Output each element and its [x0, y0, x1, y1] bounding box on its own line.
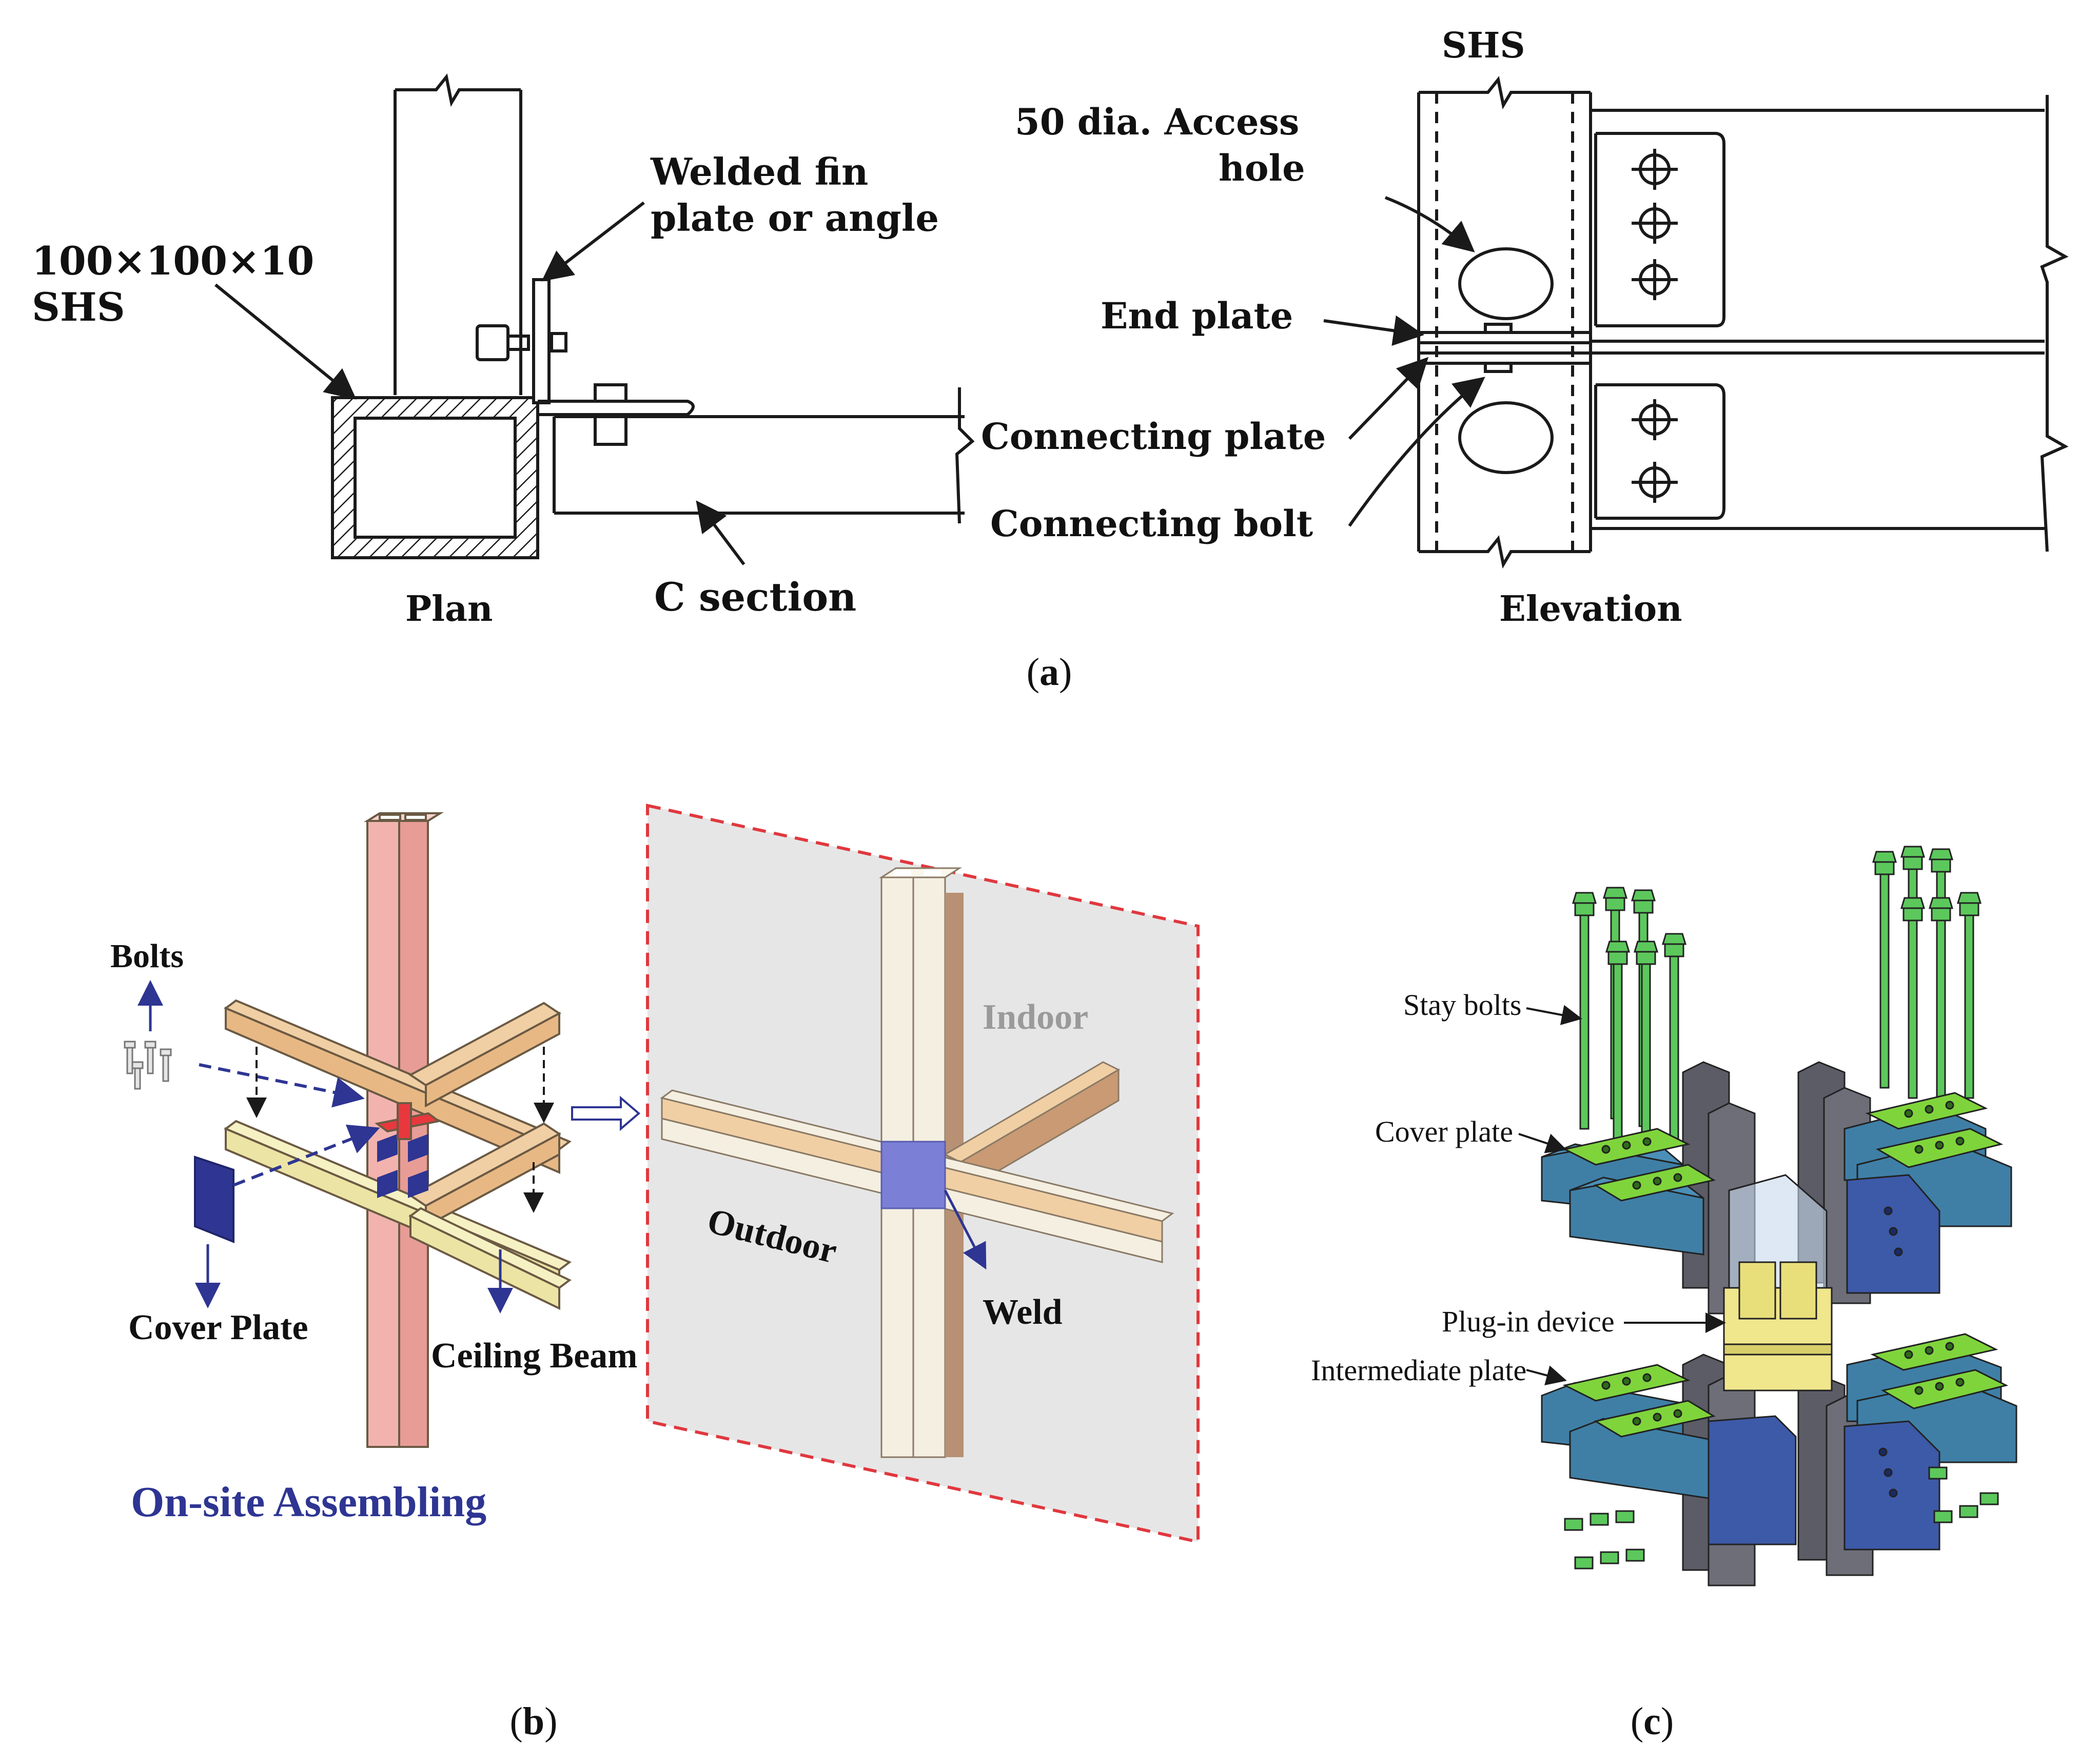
elevation-leaders — [1323, 196, 1485, 527]
label-ceiling-beam: Ceiling Beam — [431, 1336, 637, 1376]
label-plate-or-angle: plate or angle — [651, 196, 939, 240]
stay-bolts-left — [1572, 887, 1687, 1143]
plan-view — [331, 73, 975, 559]
label-c-section: C section — [654, 574, 856, 620]
exploded-assembly — [194, 812, 572, 1448]
access-hole-upper — [1458, 247, 1554, 320]
label-end-plate: End plate — [1101, 295, 1293, 337]
label-on-site-assembling: On-site Assembling — [131, 1478, 486, 1526]
label-weld: Weld — [983, 1292, 1063, 1332]
panel-c-labels: Stay bolts Cover plate Plug-in device In… — [1311, 988, 1615, 1387]
bolts-cluster — [124, 1041, 172, 1090]
weld-plate — [880, 1141, 946, 1209]
shs-section — [331, 396, 539, 559]
label-access-hole-1: 50 dia. Access — [1015, 101, 1299, 143]
plan-leaders — [214, 201, 746, 565]
caption-a: (a) — [1027, 651, 1072, 694]
cover-plate-shape — [194, 1155, 234, 1243]
label-bolts: Bolts — [110, 937, 184, 975]
label-shs-size: 100×100×10 — [32, 238, 314, 284]
elevation-view — [1417, 76, 2069, 569]
lower-left-modules — [1541, 1364, 1797, 1545]
panel-c: Stay bolts Cover plate Plug-in device In… — [1311, 846, 2017, 1743]
finished-joint-panel — [646, 803, 1200, 1544]
label-elevation: Elevation — [1499, 589, 1682, 630]
label-connecting-plate: Connecting plate — [981, 415, 1326, 458]
access-hole-lower — [1458, 401, 1554, 474]
label-plan: Plan — [405, 589, 493, 630]
nuts — [1564, 1466, 1999, 1570]
panel-c-leaders — [1518, 1005, 1726, 1386]
stay-bolts-right — [1872, 846, 1982, 1099]
panel-a: 100×100×10 SHS Welded fin plate or angle… — [32, 25, 2069, 694]
bolt-holes — [1632, 149, 1678, 503]
red-connection-plate — [375, 1102, 441, 1140]
label-cover-plate-b: Cover Plate — [128, 1308, 308, 1347]
label-plug-in-device: Plug-in device — [1442, 1305, 1615, 1338]
upper-left-modules — [1541, 1128, 1716, 1256]
caption-b: (b) — [510, 1700, 558, 1743]
plug-in-device — [1723, 1174, 1833, 1391]
label-indoor: Indoor — [983, 997, 1088, 1037]
label-connecting-bolt: Connecting bolt — [990, 502, 1313, 545]
label-shs-top: SHS — [1442, 25, 1525, 66]
panel-b-arrows — [138, 980, 641, 1314]
label-welded-fin: Welded fin — [650, 150, 868, 193]
label-intermediate-plate: Intermediate plate — [1311, 1354, 1526, 1387]
upper-right-modules — [1843, 1092, 2012, 1294]
plan-labels: 100×100×10 SHS Welded fin plate or angle… — [32, 150, 939, 630]
caption-c: (c) — [1631, 1700, 1674, 1743]
panel-b: Bolts Cover Plate Ceiling Beam On-site A… — [110, 803, 1200, 1743]
label-cover-plate-c: Cover plate — [1375, 1115, 1513, 1148]
elevation-labels: SHS 50 dia. Access hole End plate Connec… — [981, 25, 1682, 630]
label-stay-bolts: Stay bolts — [1403, 988, 1521, 1022]
label-access-hole-2: hole — [1219, 147, 1305, 189]
lower-right-modules — [1843, 1333, 2017, 1551]
label-shs: SHS — [32, 284, 125, 330]
